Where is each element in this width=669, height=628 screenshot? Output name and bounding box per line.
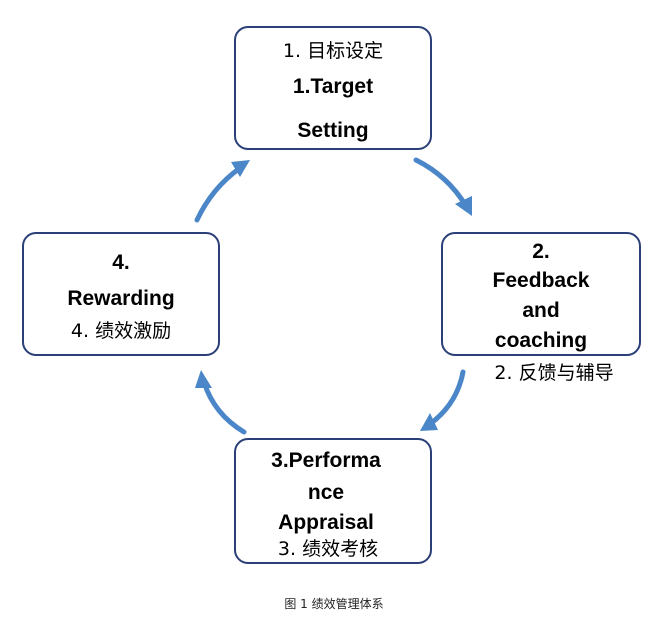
node-performance-appraisal-en-line-3: Appraisal (278, 511, 374, 534)
node-rewarding: 4. Rewarding 4. 绩效激励 (22, 232, 220, 356)
node-performance-appraisal: 3.Performa nce Appraisal 3. 绩效考核 (234, 438, 432, 564)
node-target-setting-en-line-1: 1.Target (292, 75, 374, 98)
arrow-appraisal-to-rewarding (201, 379, 247, 435)
arrow-target-to-feedback (413, 157, 469, 209)
node-target-setting-cn: 1. 目标设定 (282, 40, 384, 62)
arrow-head-rewarding-to-target (231, 160, 250, 177)
arrow-feedback-to-appraisal (427, 369, 466, 427)
node-feedback-coaching-en-line-3: and (522, 299, 560, 322)
node-rewarding-cn: 4. 绩效激励 (70, 320, 172, 342)
node-feedback-coaching: 2. Feedback and coaching (441, 232, 641, 356)
figure-caption: 图 1 绩效管理体系 (284, 597, 384, 611)
arrow-head-appraisal-to-rewarding (195, 370, 212, 388)
arrow-head-feedback-to-appraisal (420, 413, 438, 431)
node-target-setting: 1. 目标设定 1.Target Setting (234, 26, 432, 150)
node-feedback-coaching-en-line-4: coaching (494, 329, 588, 352)
node-feedback-coaching-en-line-2: Feedback (492, 269, 590, 292)
node-rewarding-en-line-2: Rewarding (67, 287, 175, 310)
node-performance-appraisal-en-line-1: 3.Performa (271, 449, 381, 472)
node-feedback-coaching-en-line-1: 2. (532, 240, 550, 263)
node-rewarding-en-line-1: 4. (112, 251, 130, 274)
node-performance-appraisal-en-line-2: nce (307, 481, 345, 504)
arrow-head-target-to-feedback (455, 196, 472, 216)
node-target-setting-en-line-2: Setting (297, 119, 369, 142)
node-performance-appraisal-cn: 3. 绩效考核 (277, 538, 379, 560)
node-feedback-coaching-cn: 2. 反馈与辅导 (494, 362, 614, 384)
arrow-rewarding-to-target (194, 165, 243, 223)
